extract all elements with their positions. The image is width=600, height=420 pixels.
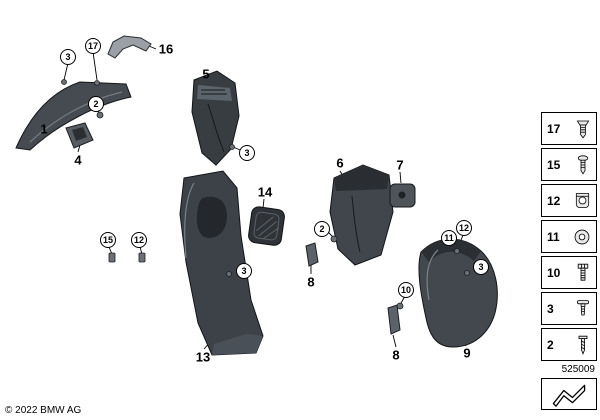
legend-item-2[interactable]: 2 bbox=[541, 328, 597, 361]
bracket-16 bbox=[107, 35, 152, 59]
part-label-5[interactable]: 5 bbox=[202, 66, 210, 82]
part-label-14[interactable]: 14 bbox=[257, 184, 273, 200]
torx-screw-icon bbox=[575, 118, 591, 140]
legend-item-15[interactable]: 15 bbox=[541, 148, 597, 181]
part-label-9[interactable]: 9 bbox=[463, 345, 471, 361]
part-label-16[interactable]: 16 bbox=[158, 41, 174, 57]
legend-number: 17 bbox=[547, 121, 561, 136]
callout-2[interactable]: 2 bbox=[88, 96, 104, 112]
mounting-clip-8a bbox=[305, 242, 319, 267]
mounting-clip-8b bbox=[387, 304, 401, 335]
callout-10[interactable]: 10 bbox=[398, 282, 414, 298]
pad-7 bbox=[389, 183, 416, 208]
legend-number: 2 bbox=[547, 337, 554, 352]
callout-15[interactable]: 15 bbox=[100, 232, 116, 248]
legend-number: 11 bbox=[547, 229, 560, 244]
part-label-8[interactable]: 8 bbox=[392, 347, 400, 363]
legend-item-11[interactable]: 11 bbox=[541, 220, 597, 253]
part-label-1[interactable]: 1 bbox=[40, 121, 48, 137]
callout-17[interactable]: 17 bbox=[85, 38, 101, 54]
callout-3[interactable]: 3 bbox=[473, 259, 489, 275]
part-label-4[interactable]: 4 bbox=[74, 152, 82, 168]
legend-number: 3 bbox=[547, 301, 554, 316]
callout-12[interactable]: 12 bbox=[456, 220, 472, 236]
washer-icon bbox=[573, 228, 591, 246]
callout-3[interactable]: 3 bbox=[236, 263, 252, 279]
trim-bracket-4 bbox=[65, 122, 94, 149]
legend-number: 10 bbox=[547, 265, 561, 280]
b-pillar-upper-trim bbox=[191, 70, 240, 166]
callout-3[interactable]: 3 bbox=[239, 145, 255, 161]
callout-12[interactable]: 12 bbox=[131, 232, 147, 248]
small-fasteners bbox=[61, 79, 470, 310]
legend-number: 12 bbox=[547, 193, 561, 208]
trim-cover-14 bbox=[248, 206, 285, 246]
part-label-7[interactable]: 7 bbox=[396, 157, 404, 173]
part-label-13[interactable]: 13 bbox=[195, 349, 211, 365]
screw-icon bbox=[575, 154, 591, 176]
legend-item-17[interactable]: 17 bbox=[541, 112, 597, 145]
part-label-6[interactable]: 6 bbox=[336, 155, 344, 171]
trim-strip-icon bbox=[549, 381, 589, 407]
grommet-icon bbox=[575, 298, 591, 320]
hex-bolt-icon bbox=[575, 262, 591, 284]
diagram-number: 525009 bbox=[561, 364, 595, 375]
callout-2[interactable]: 2 bbox=[314, 221, 330, 237]
copyright-text: © 2022 BMW AG bbox=[5, 405, 82, 416]
callout-11[interactable]: 11 bbox=[441, 230, 457, 246]
legend-item-12[interactable]: 12 bbox=[541, 184, 597, 217]
legend-item-10[interactable]: 10 bbox=[541, 256, 597, 289]
c-pillar-trim bbox=[329, 164, 394, 266]
fastener-legend: 17 15 12 11 10 bbox=[541, 112, 597, 361]
tapping-screw-icon bbox=[575, 334, 591, 356]
d-pillar-trim bbox=[418, 238, 498, 348]
legend-footer-box[interactable] bbox=[541, 378, 597, 410]
callout-3[interactable]: 3 bbox=[60, 49, 76, 65]
part-label-8[interactable]: 8 bbox=[307, 274, 315, 290]
legend-number: 15 bbox=[547, 157, 561, 172]
legend-item-3[interactable]: 3 bbox=[541, 292, 597, 325]
b-pillar-lower-trim bbox=[179, 170, 264, 356]
sheet-metal-nut-icon bbox=[574, 191, 591, 210]
